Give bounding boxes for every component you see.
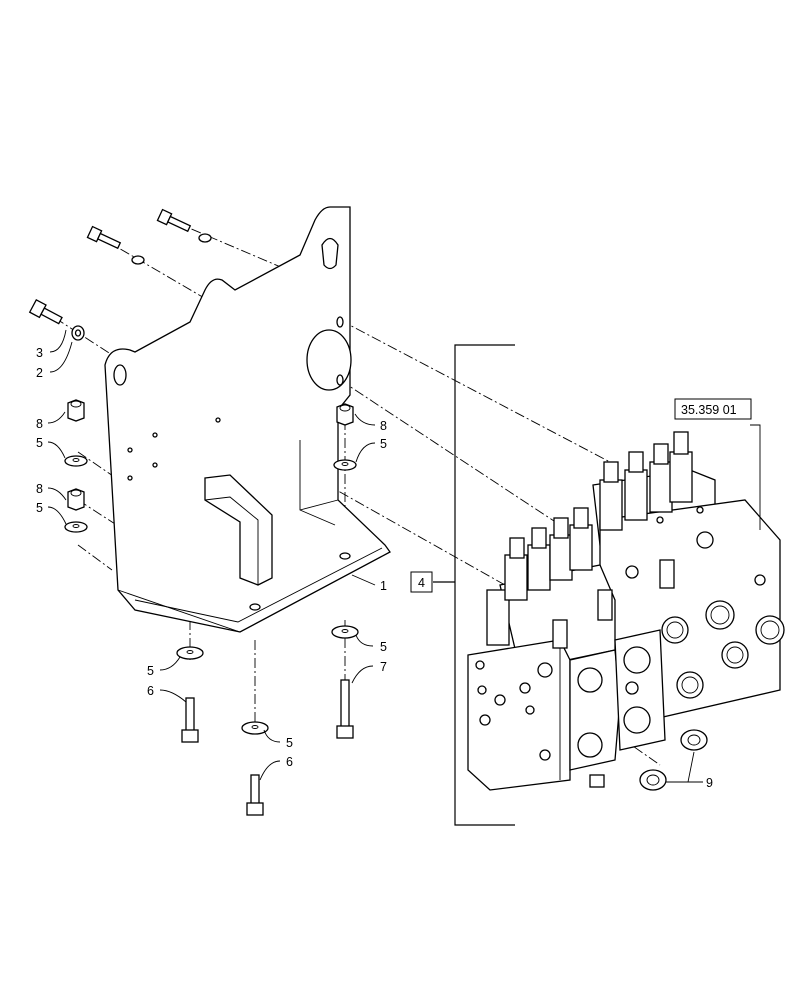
bolt-6-left	[181, 697, 199, 743]
callout-5-left-bottom: 5	[36, 501, 43, 515]
washer-5-left-bottom	[64, 521, 88, 533]
callout-5-right: 5	[380, 437, 387, 451]
nut-8-left-top	[67, 399, 85, 422]
callout-8-left-bottom: 8	[36, 482, 43, 496]
bolt-7	[336, 679, 354, 739]
callout-4: 4	[418, 576, 425, 590]
callout-5-left-top: 5	[36, 436, 43, 450]
callout-5-lower-right: 5	[380, 640, 387, 654]
callout-labels: 3 2 8 5 8 5 8 5 1 5 7 5 6 5 6 9 4 35.359…	[36, 346, 752, 790]
reference-box	[674, 398, 752, 420]
leader-lines	[47, 329, 761, 783]
callout-1: 1	[380, 579, 387, 593]
callout-4-box	[410, 571, 433, 593]
bolt-6-bottom	[246, 774, 264, 816]
callout-8-left-top: 8	[36, 417, 43, 431]
top-bolts	[86, 208, 212, 265]
callout-8-right: 8	[380, 419, 387, 433]
control-valve-assembly	[467, 469, 785, 791]
plug-9-upper	[680, 729, 708, 751]
callout-2: 2	[36, 366, 43, 380]
callout-5-lower-left: 5	[147, 664, 154, 678]
plug-9-lower	[639, 769, 667, 791]
callout-9: 9	[706, 776, 713, 790]
callout-5-bottom: 5	[286, 736, 293, 750]
washer-5-lower-left	[176, 646, 204, 660]
washer-5-lower-right	[331, 625, 359, 639]
callout-6-bottom: 6	[286, 755, 293, 769]
nut-8-right	[336, 403, 354, 426]
solenoids-front	[504, 507, 593, 601]
washer-2	[71, 325, 85, 341]
washer-5-left-top	[64, 455, 88, 467]
solenoids-rear	[599, 431, 693, 531]
callout-3: 3	[36, 346, 43, 360]
reference-label: 35.359 01	[681, 403, 737, 417]
mounting-bracket	[104, 206, 391, 633]
nut-8-left-bottom	[67, 488, 85, 511]
washer-5-right	[333, 459, 357, 471]
callout-7: 7	[380, 660, 387, 674]
washer-5-bottom	[241, 721, 269, 735]
assembly-bracket	[433, 344, 515, 826]
callout-6-left: 6	[147, 684, 154, 698]
bolt-3	[28, 298, 63, 325]
